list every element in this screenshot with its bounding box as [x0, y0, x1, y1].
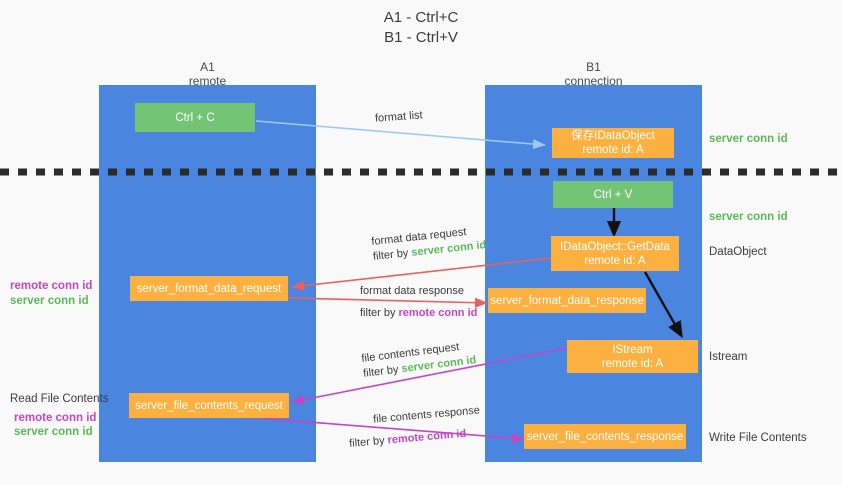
lane-header-b1: B1 connection — [485, 60, 702, 88]
file-resp-line2: filter by remote conn id — [349, 425, 483, 452]
lane-a1-sub: remote — [188, 74, 227, 88]
annotation-left-server-conn-1: server conn id — [10, 295, 89, 307]
edge-label-format-data-response: format data response filter by remote co… — [360, 284, 477, 321]
node-istream-sub: remote id: A — [601, 357, 664, 370]
lane-b1-name: B1 — [586, 60, 601, 74]
annotation-left-server-conn-2: server conn id — [14, 426, 93, 438]
node-server-file-contents-response[interactable]: server_file_contents_response — [524, 424, 686, 449]
annotation-right-server-conn-1: server conn id — [709, 133, 788, 145]
node-save-dataobject-label: 保存IDataObject — [571, 130, 655, 142]
node-server-format-data-response[interactable]: server_format_data_response — [488, 288, 646, 313]
node-ctrl-c-label: Ctrl + C — [175, 111, 215, 124]
node-save-dataobject-sub: remote id: A — [582, 144, 644, 156]
edge-label-file-contents-response: file contents response filter by remote … — [349, 403, 483, 449]
node-idataobject-getdata[interactable]: IDataObject::GetData remote id: A — [551, 236, 679, 271]
node-fmt-req-label: server_format_data_request — [136, 282, 282, 295]
annotation-right-dataobject: DataObject — [709, 246, 767, 258]
file-resp-line1: file contents response — [372, 404, 481, 426]
fmt-resp-line1: format data response — [360, 285, 464, 297]
node-save-dataobject[interactable]: 保存IDataObject remote id: A — [552, 128, 674, 158]
annotation-left-remote-conn-2: remote conn id — [14, 412, 97, 424]
annotation-left-remote-conn-1: remote conn id — [10, 280, 93, 292]
diagram-title: A1 - Ctrl+C B1 - Ctrl+V — [0, 8, 842, 48]
annotation-right-istream: Istream — [709, 351, 748, 363]
node-fmt-resp-label: server_format_data_response — [490, 294, 644, 307]
lane-a1-name: A1 — [200, 60, 215, 74]
annotation-right-server-conn-2: server conn id — [709, 211, 788, 223]
fmt-resp-filter-id: remote conn id — [398, 307, 478, 319]
node-ctrl-v[interactable]: Ctrl + V — [553, 181, 673, 208]
title-line-2: B1 - Ctrl+V — [384, 29, 458, 46]
annotation-left-read-file-contents: Read File Contents — [10, 393, 109, 405]
node-file-req-label: server_file_contents_request — [135, 399, 283, 412]
fmt-resp-line2: filter by remote conn id — [360, 306, 477, 321]
node-server-file-contents-request[interactable]: server_file_contents_request — [129, 393, 289, 418]
lane-header-a1: A1 remote — [99, 60, 316, 88]
node-istream-label: IStream — [612, 343, 653, 356]
file-req-filter-prefix: filter by — [362, 363, 403, 380]
edge-label-file-contents-request: file contents request filter by server c… — [361, 338, 478, 382]
node-getdata-label: IDataObject::GetData — [560, 240, 670, 253]
annotation-right-write-file-contents: Write File Contents — [709, 432, 807, 444]
edge-label-format-list: format list — [375, 108, 424, 126]
edge-label-format-list-text: format list — [374, 109, 424, 125]
file-resp-filter-id: remote conn id — [387, 427, 467, 447]
node-ctrl-c[interactable]: Ctrl + C — [135, 103, 255, 132]
node-server-format-data-request[interactable]: server_format_data_request — [130, 276, 288, 301]
title-line-1: A1 - Ctrl+C — [383, 9, 459, 26]
edge-label-format-data-request: format data request filter by server con… — [371, 223, 487, 265]
node-file-resp-label: server_file_contents_response — [526, 430, 684, 443]
fmt-resp-filter-prefix: filter by — [360, 307, 399, 319]
file-resp-filter-prefix: filter by — [348, 434, 389, 450]
node-ctrl-v-label: Ctrl + V — [593, 188, 633, 201]
lane-b1-sub: connection — [564, 74, 623, 88]
fmt-req-filter-prefix: filter by — [372, 246, 412, 263]
node-getdata-sub: remote id: A — [584, 254, 646, 267]
node-istream[interactable]: IStream remote id: A — [567, 340, 698, 373]
